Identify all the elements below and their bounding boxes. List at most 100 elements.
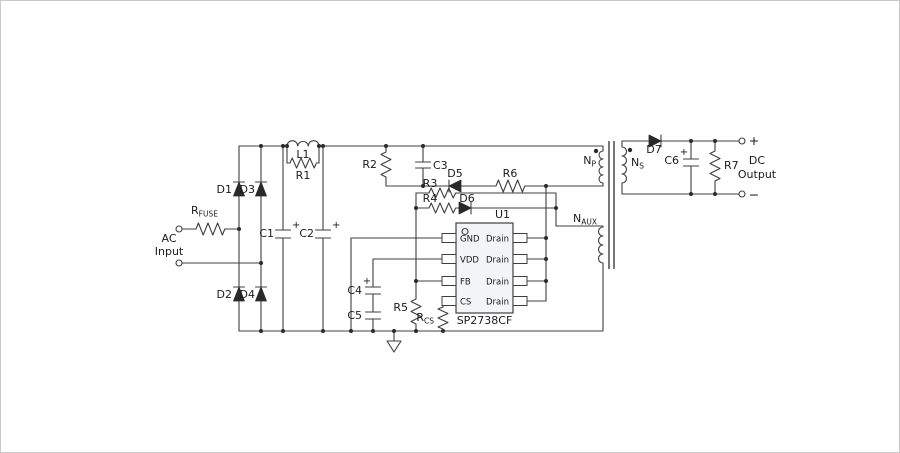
circuit-wires xyxy=(181,140,740,342)
pin1-indicator-icon xyxy=(461,227,469,236)
diode-d3 xyxy=(255,181,267,197)
capacitor-c3: C3 xyxy=(414,159,448,172)
c6-polarity-plus: + xyxy=(680,147,688,158)
r2-zigzag xyxy=(380,145,392,187)
primary-label: NP xyxy=(583,154,596,169)
ic-u1: GND VDD FB CS Drain Drain Drain Drain U1… xyxy=(441,208,528,327)
rfuse-zigzag xyxy=(192,222,230,236)
r5-label: R5 xyxy=(393,301,408,314)
pin-gnd xyxy=(441,233,457,243)
r3-label: R3 xyxy=(423,177,438,190)
dc-minus-sign: − xyxy=(749,187,759,202)
pin-label-gnd: GND xyxy=(460,235,480,245)
ac-input-label-line2: Input xyxy=(155,245,184,258)
aux-winding xyxy=(597,226,604,264)
c1-polarity-plus: + xyxy=(292,220,300,231)
dc-output: + − DC Output xyxy=(738,133,777,202)
pin-label-drain-2: Drain xyxy=(486,256,509,266)
r4-zigzag xyxy=(415,202,460,214)
c2-label: C2 xyxy=(299,227,314,240)
r1-label: R1 xyxy=(296,169,311,182)
dc-plus-sign: + xyxy=(749,133,759,148)
pin-fb xyxy=(441,276,457,286)
pin-drain-3 xyxy=(512,276,528,286)
pin-label-drain-3: Drain xyxy=(486,278,509,288)
diode-d4 xyxy=(255,286,267,302)
d1-label: D1 xyxy=(217,183,232,196)
pin-cs xyxy=(441,296,457,306)
ac-terminal-top xyxy=(175,225,183,233)
c6-label: C6 xyxy=(664,154,679,167)
c5-label: C5 xyxy=(347,309,362,322)
r5-zigzag xyxy=(410,296,422,328)
l1-label: L1 xyxy=(296,148,309,161)
dc-output-label-line1: DC xyxy=(749,154,765,167)
ic-part-number: SP2738CF xyxy=(457,314,513,327)
c4-polarity-plus: + xyxy=(363,276,371,287)
diode-d2 xyxy=(233,286,245,302)
primary-polarity-dot xyxy=(593,148,599,154)
resistor-r6: R6 xyxy=(492,167,528,193)
r1-zigzag xyxy=(286,157,320,169)
inductor-l1: L1 xyxy=(286,140,320,161)
aux-label: NAUX xyxy=(573,212,597,227)
resistor-r2: R2 xyxy=(362,145,392,187)
rfuse-label: RFUSE xyxy=(191,204,218,219)
r3-zigzag xyxy=(415,187,460,199)
resistor-rfuse: RFUSE xyxy=(191,204,230,236)
transformer: NP NS NAUX xyxy=(573,141,644,269)
bridge-rectifier: D1 D3 D2 D4 xyxy=(217,181,268,302)
secondary-polarity-dot xyxy=(627,147,633,153)
ic-ref-label: U1 xyxy=(495,208,510,221)
d5-label: D5 xyxy=(447,167,462,180)
secondary-winding xyxy=(621,146,628,184)
r4-label: R4 xyxy=(423,192,438,205)
r6-zigzag xyxy=(492,179,528,193)
ac-input: AC Input xyxy=(155,225,184,267)
dc-output-label-line2: Output xyxy=(738,168,777,181)
d6-label: D6 xyxy=(459,192,474,205)
ground-symbol xyxy=(386,340,402,353)
capacitor-c5: C5 xyxy=(347,309,382,322)
pin-label-vdd: VDD xyxy=(460,256,479,266)
diode-d5: D5 xyxy=(447,167,463,193)
pin-drain-2 xyxy=(512,254,528,264)
r2-label: R2 xyxy=(362,158,377,171)
d2-label: D2 xyxy=(217,288,232,301)
secondary-label: NS xyxy=(631,156,644,171)
pin-drain-4 xyxy=(512,296,528,306)
diode-d7: D7 xyxy=(646,134,662,156)
c1-label: C1 xyxy=(259,227,274,240)
resistor-r4: R4 xyxy=(415,192,460,214)
dc-terminal-minus xyxy=(738,190,746,198)
capacitor-c4: C4 + xyxy=(347,276,382,297)
c3-label: C3 xyxy=(433,159,448,172)
resistor-r5: R5 xyxy=(393,296,422,328)
ac-terminal-bottom xyxy=(175,259,183,267)
resistor-r3: R3 xyxy=(415,177,460,199)
pin-label-fb: FB xyxy=(460,278,471,288)
diode-d6: D6 xyxy=(458,192,475,215)
junction-dots xyxy=(237,139,717,333)
ground-triangle xyxy=(386,340,402,353)
d7-label: D7 xyxy=(646,143,661,156)
resistor-rcs: RCS xyxy=(416,300,449,332)
capacitor-c2: C2 + xyxy=(299,220,340,240)
diode-d1 xyxy=(233,181,245,197)
r7-label: R7 xyxy=(724,159,739,172)
r6-label: R6 xyxy=(503,167,518,180)
capacitor-c6: C6 + xyxy=(664,147,700,167)
pin-vdd xyxy=(441,254,457,264)
rcs-label: RCS xyxy=(416,311,434,326)
pin-label-drain-1: Drain xyxy=(486,235,509,245)
ic-body xyxy=(455,222,514,314)
pin-label-cs: CS xyxy=(460,298,471,308)
ac-input-label-line1: AC xyxy=(161,232,176,245)
capacitor-c1: C1 + xyxy=(259,220,300,240)
resistor-r7: R7 xyxy=(709,140,739,195)
l1-winding xyxy=(286,140,320,147)
c4-label: C4 xyxy=(347,284,362,297)
rcs-zigzag xyxy=(437,300,449,332)
pin-label-drain-4: Drain xyxy=(486,298,509,308)
